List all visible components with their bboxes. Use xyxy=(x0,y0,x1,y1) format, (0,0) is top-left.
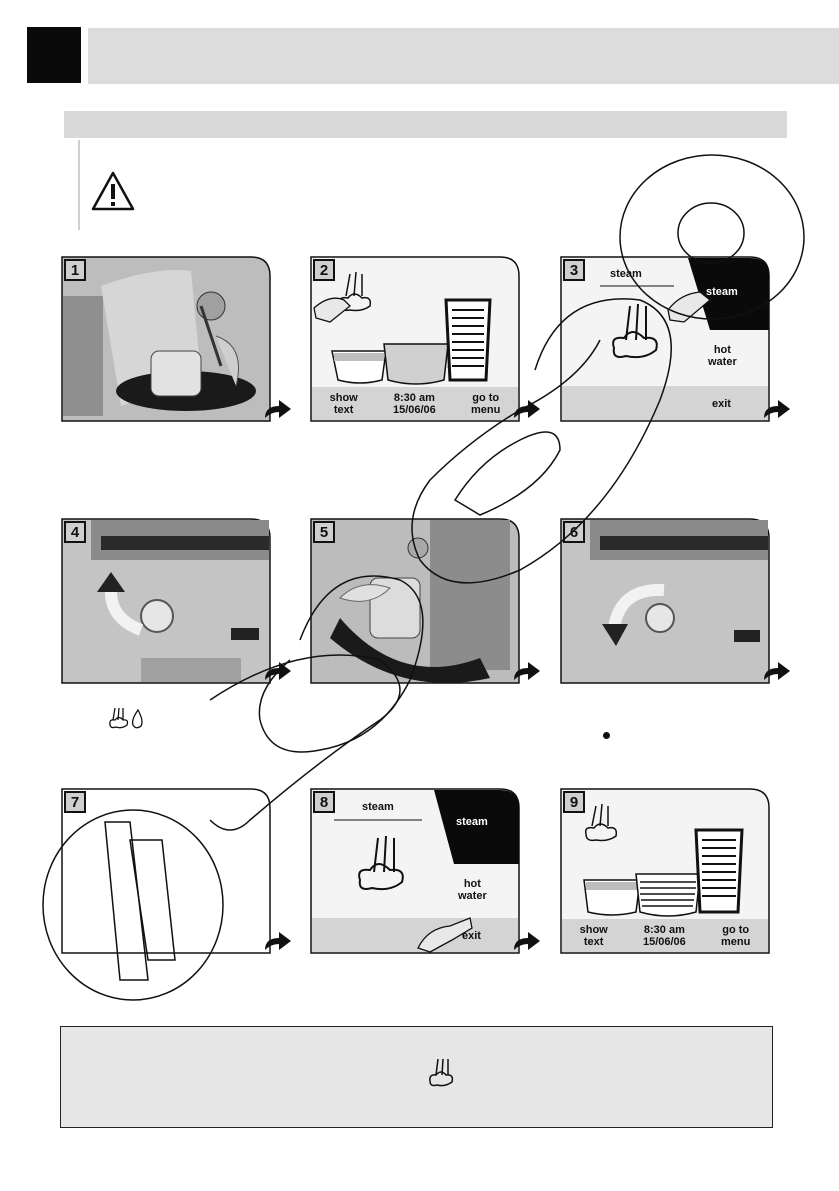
lcd-steam-menu-exit xyxy=(310,788,520,954)
step-number-badge: 3 xyxy=(563,259,585,281)
step-number-badge: 6 xyxy=(563,521,585,543)
step-panel-5: 5 xyxy=(310,518,540,684)
exit-button[interactable]: exit xyxy=(462,930,481,942)
hot-water-option[interactable]: hot water xyxy=(458,878,487,902)
step-number-badge: 7 xyxy=(64,791,86,813)
clock-date-display: 8:30 am 15/06/06 xyxy=(392,391,436,416)
note-box xyxy=(60,1026,773,1128)
section-subtitle-bar xyxy=(64,111,787,138)
next-step-arrow-icon xyxy=(764,400,790,418)
step-panel-7: 7 xyxy=(61,788,291,954)
steam-option-selected[interactable]: steam xyxy=(456,816,488,828)
go-to-menu-button[interactable]: go to menu xyxy=(721,923,751,948)
empty-panel xyxy=(61,788,271,954)
warning-triangle-icon xyxy=(91,171,135,211)
show-text-button[interactable]: show text xyxy=(329,391,358,416)
step-panel-2: show text 8:30 am 15/06/06 go to menu 2 xyxy=(310,256,540,422)
lcd-bottom-bar: show text 8:30 am 15/06/06 go to menu xyxy=(312,387,518,420)
lcd-screen-home xyxy=(560,788,770,954)
next-step-arrow-icon xyxy=(265,932,291,950)
hot-water-option[interactable]: hot water xyxy=(708,344,737,368)
next-step-arrow-icon xyxy=(514,400,540,418)
step-number-badge: 5 xyxy=(313,521,335,543)
step-number-badge: 1 xyxy=(64,259,86,281)
steam-water-icon xyxy=(109,707,143,729)
steam-option-selected[interactable]: steam xyxy=(706,286,738,298)
step-number-badge: 8 xyxy=(313,791,335,813)
step-number-badge: 4 xyxy=(64,521,86,543)
screen-title: steam xyxy=(610,268,642,280)
lcd-steam-menu xyxy=(560,256,770,422)
next-step-arrow-icon xyxy=(764,662,790,680)
bullet-dot xyxy=(603,732,610,739)
clock-date-display: 8:30 am 15/06/06 xyxy=(642,923,686,948)
step-panel-4: 4 xyxy=(61,518,291,684)
page-header-bar xyxy=(88,28,839,84)
lcd-bottom-bar: show text 8:30 am 15/06/06 go to menu xyxy=(562,919,768,952)
screen-title: steam xyxy=(362,801,394,813)
photo-frothing-jug xyxy=(310,518,520,684)
next-step-arrow-icon xyxy=(514,932,540,950)
step-panel-6: 6 xyxy=(560,518,790,684)
step-panel-1: 1 xyxy=(61,256,291,422)
step-number-badge: 9 xyxy=(563,791,585,813)
next-step-arrow-icon xyxy=(265,662,291,680)
warning-margin-line xyxy=(78,140,80,230)
steam-icon xyxy=(429,1058,454,1087)
show-text-button[interactable]: show text xyxy=(579,923,608,948)
section-marker-block xyxy=(27,27,81,83)
step-panel-3: steam steam hot water exit 3 xyxy=(560,256,790,422)
next-step-arrow-icon xyxy=(265,400,291,418)
step-number-badge: 2 xyxy=(313,259,335,281)
step-panel-9: show text 8:30 am 15/06/06 go to menu 9 xyxy=(560,788,770,954)
exit-button[interactable]: exit xyxy=(712,398,731,410)
next-step-arrow-icon xyxy=(514,662,540,680)
photo-knob-open xyxy=(61,518,271,684)
step-panel-8: steam steam hot water exit 8 xyxy=(310,788,540,954)
photo-knob-close xyxy=(560,518,770,684)
photo-machine-frothing xyxy=(61,256,271,422)
go-to-menu-button[interactable]: go to menu xyxy=(471,391,501,416)
